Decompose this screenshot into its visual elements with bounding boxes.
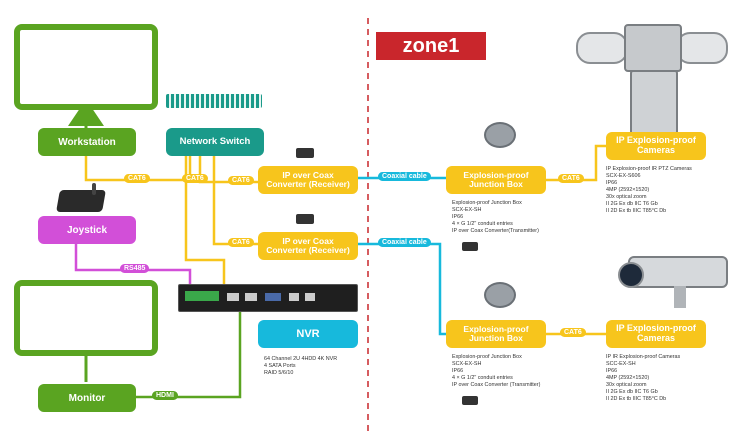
junction-top-spec-line: SCX-EX-SH — [452, 207, 482, 213]
ptz-camera-icon — [576, 24, 728, 136]
zone-label: zone1 — [376, 32, 486, 60]
junction-box-icon — [484, 122, 516, 148]
camera-top-node: IP Explosion-proof Cameras — [606, 132, 706, 160]
link-label-cat6: CAT6 — [558, 174, 584, 183]
camera-top-spec-line: SCX-EX-S606 — [606, 173, 641, 179]
junction-top-specs: Explosion-proof Junction Box SCX-EX-SH I… — [452, 200, 539, 235]
junction-top-spec-line: Explosion-proof Junction Box — [452, 200, 522, 206]
joystick-stick-icon — [92, 183, 96, 195]
nvr-specs: 64 Channel 2U 4HDD 4K NVR 4 SATA Ports R… — [264, 356, 337, 377]
link-label-cat6: CAT6 — [228, 176, 254, 185]
link-label-cat6: CAT6 — [182, 174, 208, 183]
network-switch-node: Network Switch — [166, 128, 264, 156]
junction-top-spec-line: IP over Coax Converter(Transmitter) — [452, 228, 539, 234]
link-label-rs485: RS485 — [120, 264, 150, 273]
nvr-terminal-icon — [185, 291, 219, 301]
joystick-icon — [56, 190, 106, 212]
junction-top-node: Explosion-proof Junction Box — [446, 166, 546, 194]
camera-bottom-spec-line: II 2G Ex db IIC T6 Gb — [606, 389, 658, 395]
camera-body-icon — [630, 70, 678, 136]
nvr-port-icon — [227, 293, 239, 301]
nvr-device-icon — [178, 284, 358, 312]
camera-bottom-spec-line: 4MP (2592×1520) — [606, 375, 650, 381]
junction-bottom-node: Explosion-proof Junction Box — [446, 320, 546, 348]
camera-lens-icon — [618, 262, 644, 288]
camera-bottom-node: IP Explosion-proof Cameras — [606, 320, 706, 348]
nvr-port-icon — [289, 293, 299, 301]
converter-top-node: IP over Coax Converter (Receiver) — [258, 166, 358, 194]
converter-device-icon — [296, 148, 314, 158]
nvr-spec-line: 64 Channel 2U 4HDD 4K NVR — [264, 356, 338, 362]
junction-bottom-spec-line: Explosion-proof Junction Box — [452, 354, 522, 360]
link-label-hdmi: HDMI — [152, 391, 178, 400]
junction-box-icon — [484, 282, 516, 308]
converter-bottom-node: IP over Coax Converter (Receiver) — [258, 232, 358, 260]
monitor-screen-icon — [14, 280, 158, 356]
transmitter-device-icon — [462, 242, 478, 251]
link-label-coaxial-cable: Coaxial cable — [378, 238, 431, 247]
camera-bottom-specs: IP IR Explosion-proof Cameras SCC-EX-SH … — [606, 354, 680, 403]
nvr-node: NVR — [258, 320, 358, 348]
joystick-node: Joystick — [38, 216, 136, 244]
nvr-port-icon — [305, 293, 315, 301]
nvr-spec-line: 4 SATA Ports — [264, 363, 296, 369]
camera-top-spec-line: IP66 — [606, 180, 618, 186]
nvr-vga-icon — [265, 293, 281, 301]
link-label-coaxial-cable: Coaxial cable — [378, 172, 431, 181]
switch-nvr-line — [184, 156, 226, 290]
junction-top-spec-line: IP66 — [452, 214, 464, 220]
camera-top-spec-line: II 2G Ex db IIC T6 Gb — [606, 201, 658, 207]
link-label-cat6: CAT6 — [124, 174, 150, 183]
converter-device-icon — [296, 214, 314, 224]
transmitter-device-icon — [462, 396, 478, 405]
camera-head-icon — [624, 24, 682, 72]
junction-top-spec-line: 4 × G 1/2" conduit entries — [452, 221, 513, 227]
junction-bottom-spec-line: IP66 — [452, 368, 464, 374]
camera-bottom-spec-line: IP IR Explosion-proof Cameras — [606, 354, 681, 360]
nvr-port-icon — [245, 293, 257, 301]
junction-bottom-spec-line: IP over Coax Converter (Transmitter) — [452, 382, 541, 388]
camera-bottom-spec-line: IP66 — [606, 368, 618, 374]
camera-bottom-spec-line: II 2D Ex tb IIIC T85°C Db — [606, 396, 667, 402]
workstation-stand-icon — [68, 110, 104, 126]
camera-bottom-spec-line: 30x optical zoom — [606, 382, 647, 388]
nvr-spec-line: RAID 5/6/10 — [264, 370, 294, 376]
bullet-camera-icon — [618, 250, 728, 310]
camera-top-spec-line: 30x optical zoom — [606, 194, 647, 200]
camera-top-spec-line: II 2D Ex tb IIIC T85°C Db — [606, 208, 667, 214]
network-switch-icon — [166, 94, 262, 108]
workstation-monitor-icon — [14, 24, 158, 110]
junction-bottom-spec-line: 4 × G 1/2" conduit entries — [452, 375, 513, 381]
workstation-node: Workstation — [38, 128, 136, 156]
link-label-cat6: CAT6 — [228, 238, 254, 247]
camera-lens-icon — [676, 32, 728, 64]
camera-mount-icon — [674, 286, 686, 308]
camera-top-spec-line: IP Explosion-proof IR PTZ Cameras — [606, 166, 692, 172]
camera-bottom-spec-line: SCC-EX-SH — [606, 361, 636, 367]
camera-top-specs: IP Explosion-proof IR PTZ Cameras SCX-EX… — [606, 166, 692, 215]
coax-bottom-line — [358, 242, 446, 336]
monitor-node: Monitor — [38, 384, 136, 412]
junction-bottom-spec-line: SCX-EX-SH — [452, 361, 482, 367]
switch-converter-bottom-line — [212, 156, 258, 246]
camera-top-spec-line: 4MP (2592×1520) — [606, 187, 650, 193]
camera-lens-icon — [576, 32, 628, 64]
junction-bottom-specs: Explosion-proof Junction Box SCX-EX-SH I… — [452, 354, 540, 389]
link-label-cat6: CAT6 — [560, 328, 586, 337]
